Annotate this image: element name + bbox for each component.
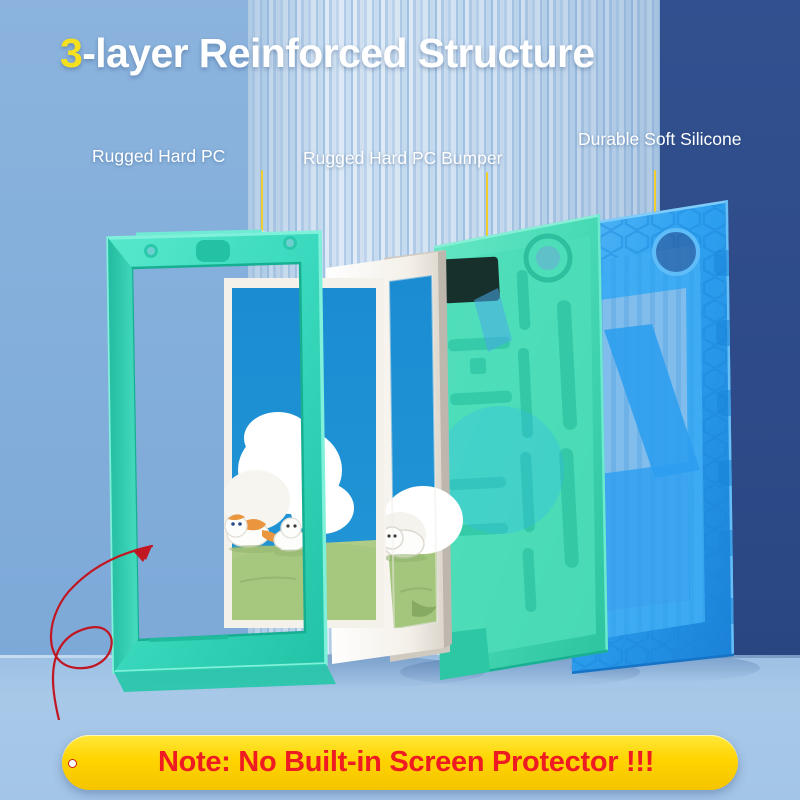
- annotation-arrow-anchor-dot: [68, 759, 77, 768]
- layer-hard-pc-bumper: [434, 214, 608, 680]
- callout-leader-line-hard-pc-bumper: [486, 172, 488, 244]
- callout-leader-line-hard-pc: [261, 170, 263, 236]
- title-accent-number: 3: [60, 30, 83, 76]
- annotation-arrow: [49, 544, 154, 720]
- title-rest: -layer Reinforced Structure: [82, 30, 595, 76]
- layer-label-hard-pc: Rugged Hard PC: [92, 146, 226, 166]
- layer-hard-pc-frame: [106, 229, 384, 692]
- product-exploded-view: [49, 200, 760, 720]
- note-banner: Note: No Built-in Screen Protector !!!: [62, 735, 738, 790]
- note-banner-text: Note: No Built-in Screen Protector !!!: [157, 746, 655, 778]
- camera-cutout-frame: [196, 240, 230, 262]
- layer-label-hard-pc-bumper: Rugged Hard PC Bumper: [303, 148, 503, 168]
- page-title: 3-layer Reinforced Structure: [60, 30, 760, 77]
- layer-label-soft-silicone: Durable Soft Silicone: [578, 129, 742, 149]
- callout-leader-line-soft-silicone: [654, 170, 656, 238]
- layer-soft-silicone: [566, 200, 734, 674]
